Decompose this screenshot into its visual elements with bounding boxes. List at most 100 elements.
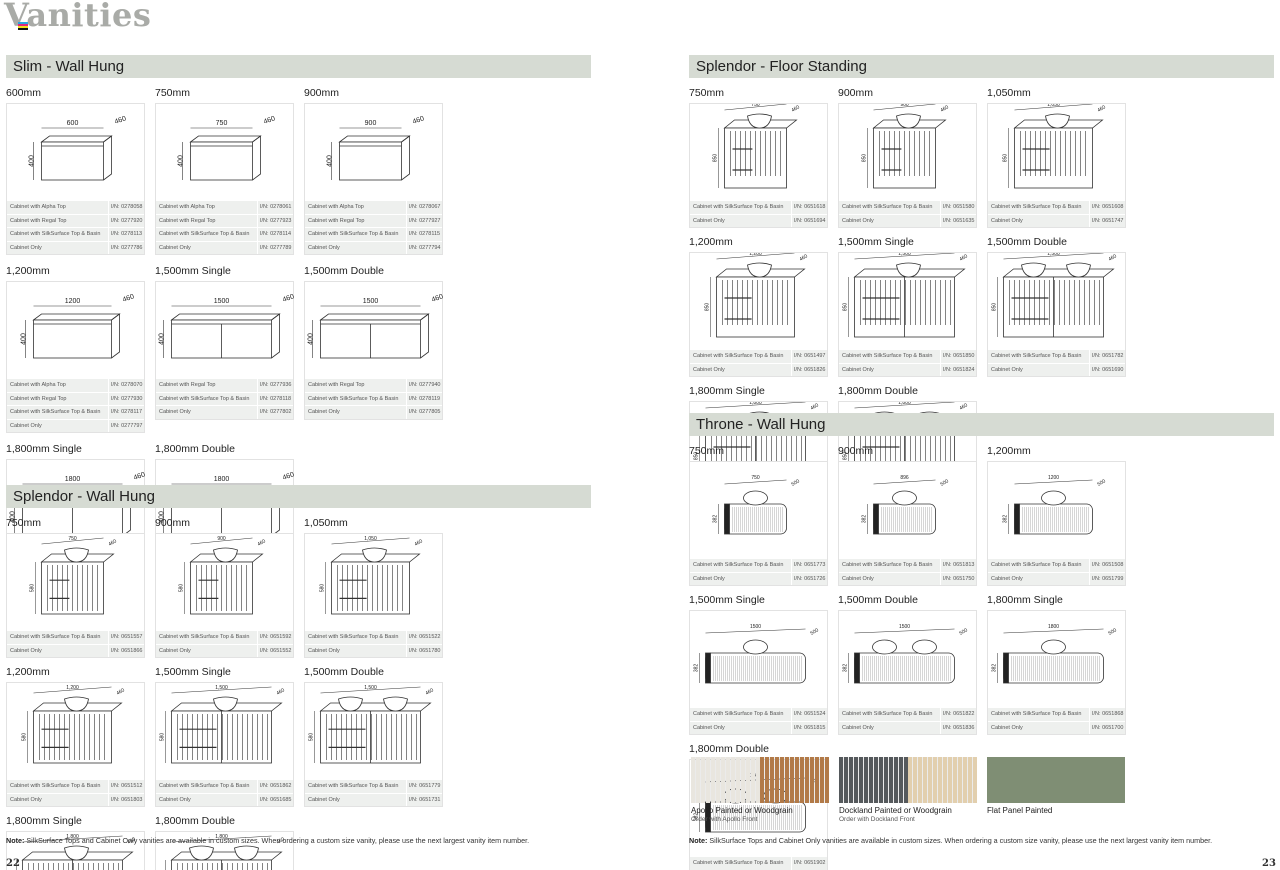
- svg-text:460: 460: [108, 538, 118, 547]
- svg-text:580: 580: [179, 584, 185, 593]
- item-number: I/N: 0651635: [940, 214, 976, 227]
- finish-swatch: [987, 757, 1125, 803]
- product-size-label: 1,800mm Double: [689, 743, 769, 755]
- item-number: I/N: 0278058: [108, 201, 144, 214]
- section-title: Slim - Wall Hung: [6, 55, 591, 78]
- product-size-label: 1,200mm: [6, 666, 50, 678]
- item-description: Cabinet with SilkSurface Top & Basin: [693, 562, 784, 568]
- svg-text:460: 460: [276, 836, 286, 845]
- item-description: Cabinet with Regal Top: [159, 217, 216, 224]
- svg-text:460: 460: [959, 253, 969, 262]
- svg-text:900: 900: [217, 536, 226, 542]
- item-number: I/N: 0651552: [257, 644, 293, 657]
- svg-text:400: 400: [10, 511, 17, 523]
- item-number: I/N: 0651747: [1089, 214, 1125, 227]
- svg-text:900: 900: [365, 120, 377, 127]
- finish-color-sample: [987, 757, 1056, 803]
- page-number-left: 22: [6, 858, 20, 869]
- svg-text:400: 400: [159, 333, 166, 345]
- item-description: Cabinet with SilkSurface Top & Basin: [842, 204, 933, 210]
- svg-text:400: 400: [29, 155, 36, 167]
- item-number: I/N: 0277797: [108, 419, 144, 432]
- svg-text:1,500: 1,500: [215, 685, 228, 691]
- finish-apollo: Apollo Painted or Woodgrain Order with A…: [691, 757, 829, 823]
- finish-name: Apollo Painted or Woodgrain: [691, 806, 793, 815]
- product-size-label: 1,050mm: [304, 517, 348, 529]
- item-description: Cabinet with SilkSurface Top & Basin: [308, 783, 399, 789]
- item-number: I/N: 0277936: [257, 379, 293, 392]
- svg-text:460: 460: [257, 538, 267, 547]
- item-number: I/N: 0651512: [108, 780, 144, 793]
- item-number: I/N: 0277940: [406, 379, 442, 392]
- item-number: I/N: 0651813: [940, 559, 976, 572]
- product-size-label: 1,800mm Double: [155, 815, 235, 827]
- item-description: Cabinet Only: [842, 217, 874, 224]
- svg-text:580: 580: [22, 733, 28, 742]
- svg-text:460: 460: [282, 293, 295, 304]
- svg-text:460: 460: [810, 402, 820, 411]
- svg-text:400: 400: [159, 511, 166, 523]
- finish-subtext: Order with Apollo Front: [691, 816, 758, 823]
- svg-text:1,800: 1,800: [66, 834, 79, 840]
- item-number: I/N: 0651497: [791, 350, 827, 363]
- item-description: Cabinet with SilkSurface Top & Basin: [10, 409, 101, 415]
- svg-text:850: 850: [705, 303, 711, 312]
- svg-text:580: 580: [320, 584, 326, 593]
- svg-text:1,050: 1,050: [364, 536, 377, 542]
- svg-text:460: 460: [1108, 253, 1118, 262]
- svg-text:1200: 1200: [1048, 475, 1059, 481]
- item-description: Cabinet Only: [10, 244, 42, 251]
- item-description: Cabinet Only: [159, 647, 191, 654]
- item-description: Cabinet with SilkSurface Top & Basin: [693, 204, 784, 210]
- item-number: I/N: 0651608: [1089, 201, 1125, 214]
- svg-text:460: 460: [276, 687, 286, 696]
- item-number: I/N: 0651750: [940, 572, 976, 585]
- item-number: I/N: 0651580: [940, 201, 976, 214]
- svg-text:600: 600: [67, 120, 79, 127]
- item-description: Cabinet Only: [693, 575, 725, 582]
- item-number: I/N: 0278118: [257, 392, 293, 405]
- item-description: Cabinet Only: [308, 409, 340, 415]
- item-description: Cabinet Only: [308, 244, 340, 251]
- svg-text:850: 850: [862, 154, 868, 163]
- item-number: I/N: 0651862: [257, 780, 293, 793]
- item-description: Cabinet Only: [308, 647, 340, 654]
- finish-color-sample: [908, 757, 977, 803]
- product-size-label: 1,500mm Double: [838, 594, 918, 606]
- table-row: Cabinet Only I/N: 0651635: [839, 213, 976, 227]
- item-number: I/N: 0651868: [1089, 708, 1125, 721]
- item-description: Cabinet with SilkSurface Top & Basin: [842, 562, 933, 568]
- svg-text:500: 500: [940, 478, 950, 487]
